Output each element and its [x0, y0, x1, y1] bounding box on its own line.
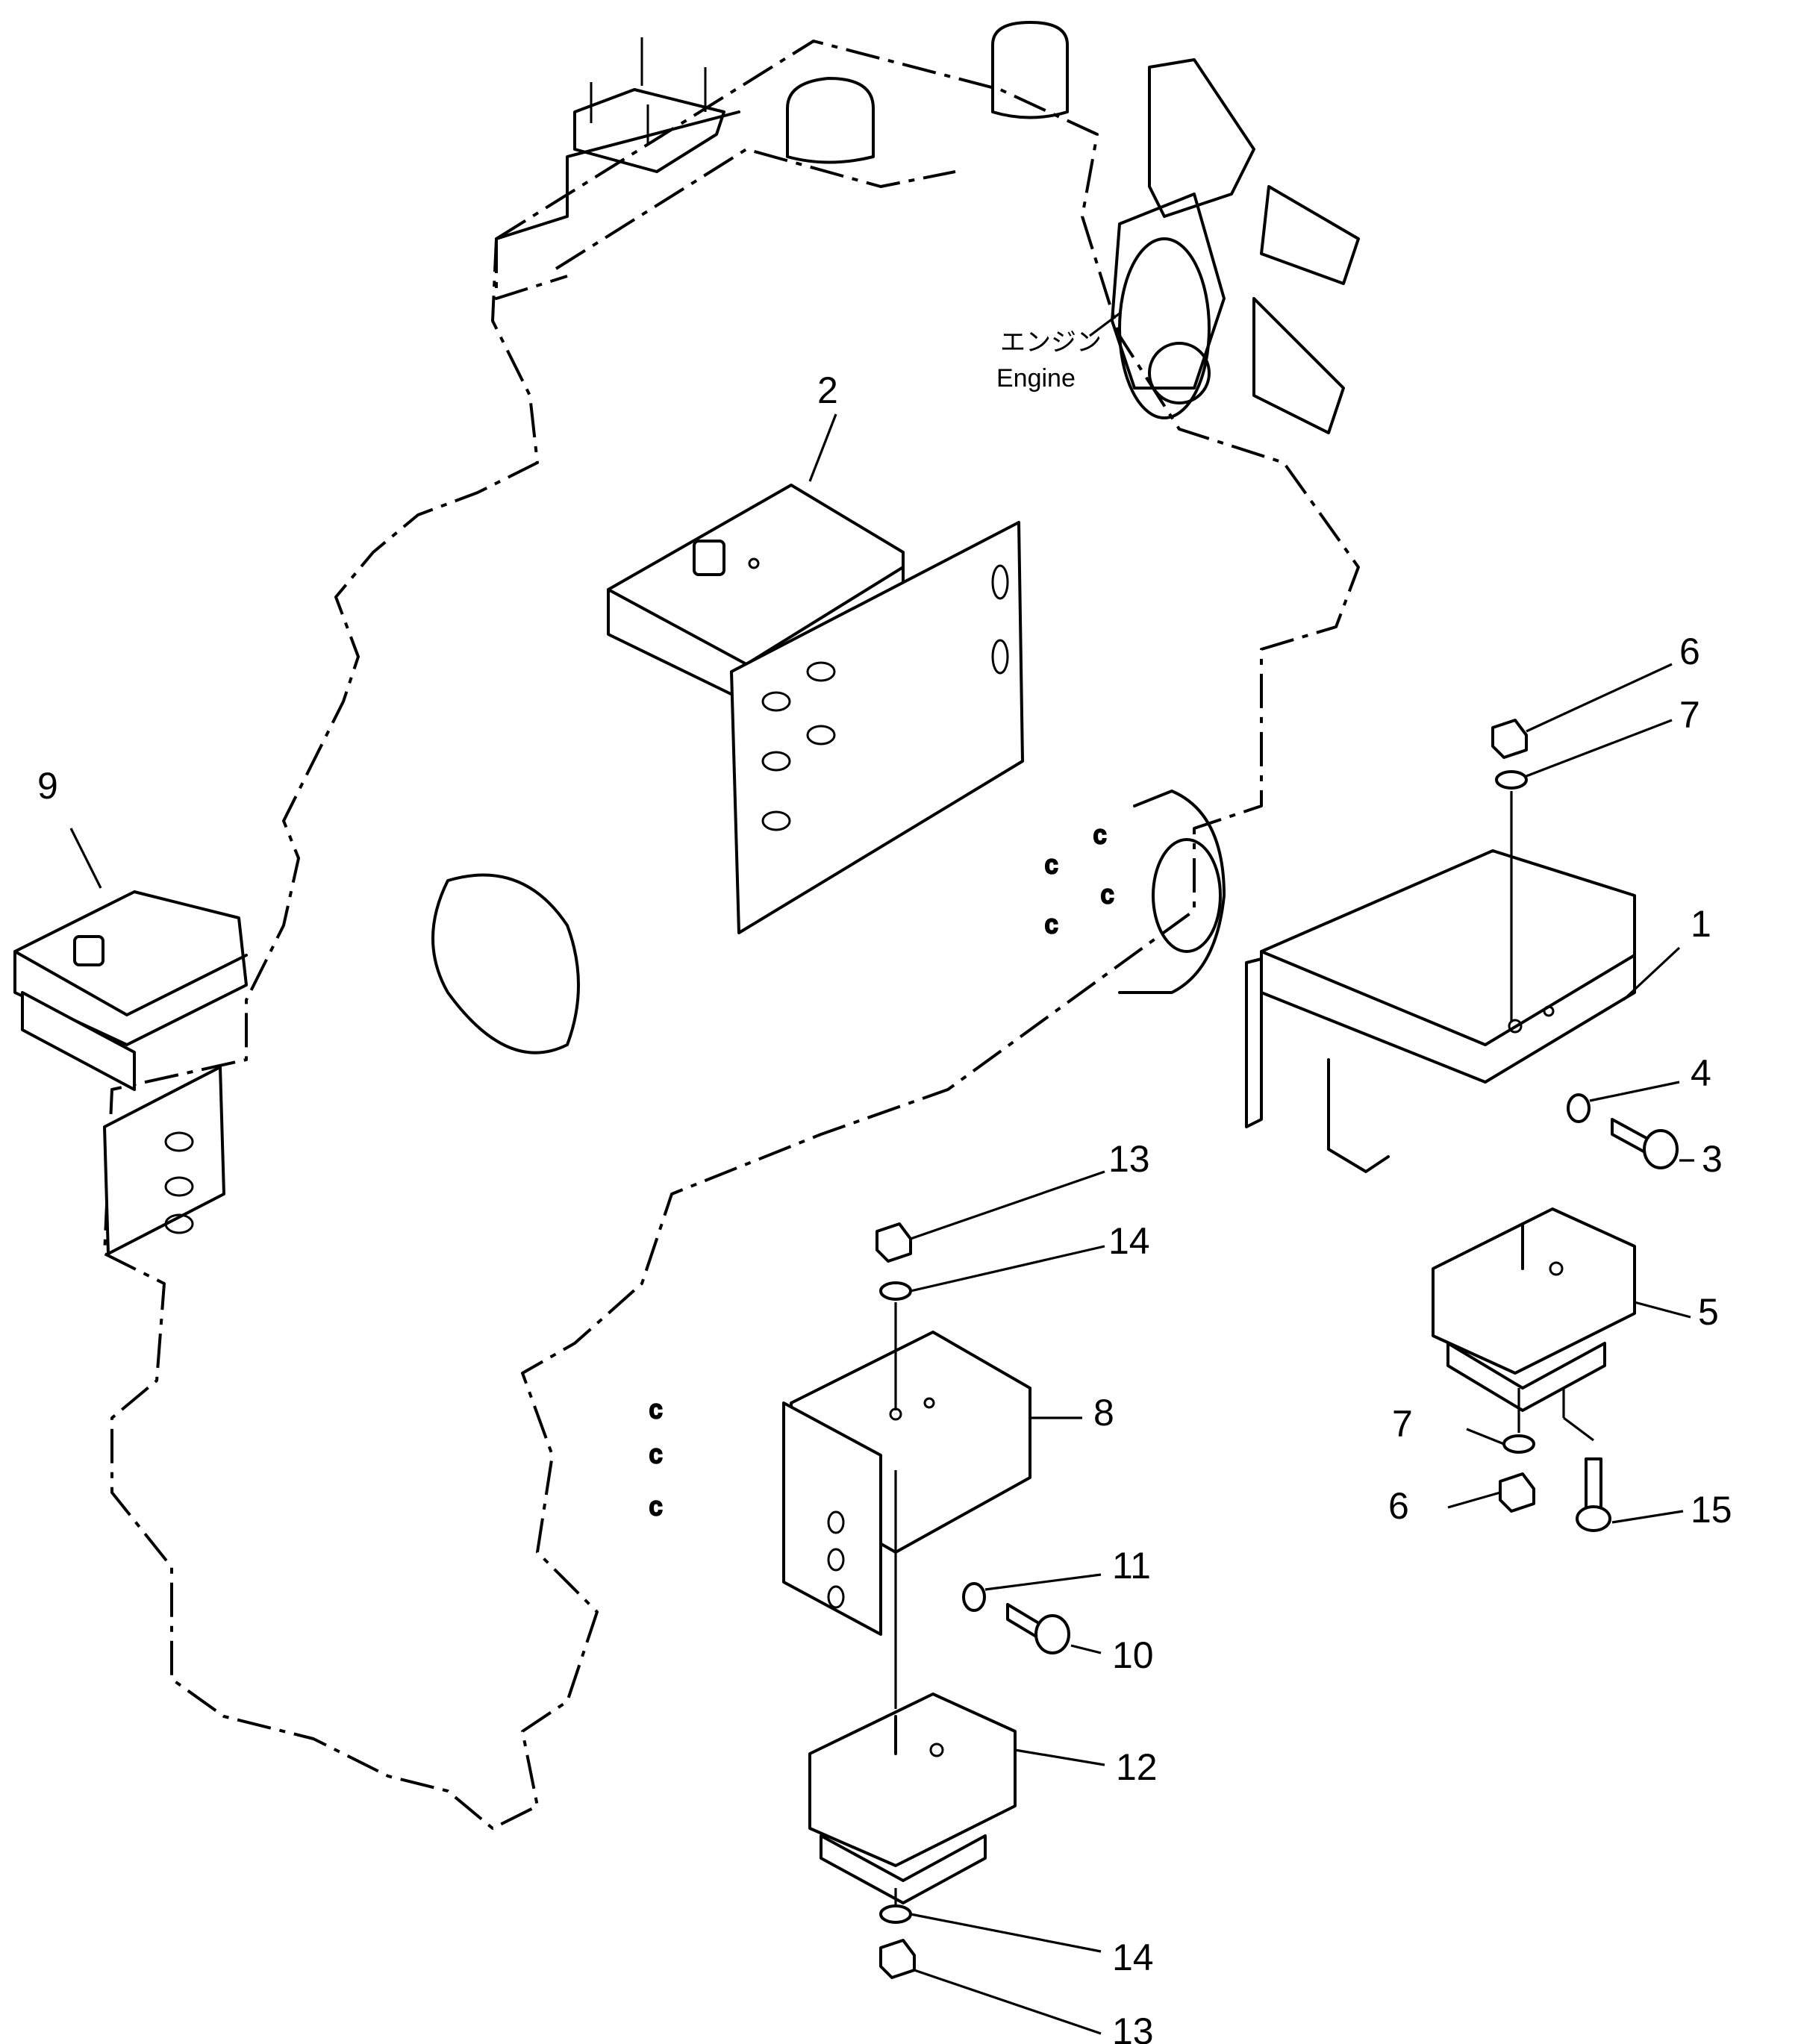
callout-8: 8: [1093, 1392, 1114, 1434]
svg-text:c: c: [1045, 910, 1058, 939]
callout-15: 15: [1691, 1489, 1732, 1531]
callout-2: 2: [817, 369, 838, 411]
part-12-center-cushion: [808, 1693, 1017, 1904]
callout-12: 12: [1116, 1746, 1158, 1788]
svg-text:c: c: [649, 1396, 662, 1424]
callout-1: 1: [1691, 903, 1711, 945]
callout-10: 10: [1112, 1634, 1154, 1676]
callout-11: 11: [1112, 1545, 1151, 1587]
callout-14-top: 14: [1108, 1220, 1150, 1262]
part-5-right-cushion: [1432, 1207, 1636, 1412]
callout-9: 9: [37, 765, 58, 807]
svg-text:c: c: [649, 1493, 662, 1521]
svg-text:c: c: [1101, 881, 1114, 909]
svg-text:c: c: [1045, 851, 1058, 879]
callout-7-bottom: 7: [1392, 1403, 1413, 1445]
callout-7-top: 7: [1679, 694, 1700, 736]
callout-13-top: 13: [1108, 1138, 1150, 1180]
svg-text:c: c: [1093, 821, 1106, 849]
callout-6-bottom: 6: [1388, 1485, 1409, 1527]
hardware: [875, 719, 1679, 1979]
callout-4: 4: [1691, 1052, 1711, 1094]
part-9-rear-cushion: [13, 890, 248, 1255]
engine-label-english: Engine: [996, 364, 1076, 393]
svg-text:c: c: [649, 1440, 662, 1469]
callout-14-bottom: 14: [1112, 1937, 1154, 1978]
engine-outline: c c c c c c c: [103, 21, 1360, 1830]
callout-5: 5: [1698, 1291, 1719, 1333]
leader-lines: [69, 413, 1694, 2035]
part-8-center-bracket: [782, 1331, 1031, 1636]
callout-numbers: 1 2 3 4 5 6 6 7 7 8 9 10 11 12 13 13 14 …: [37, 369, 1732, 2044]
part-1-right-bracket: [1245, 849, 1636, 1173]
callout-13-bottom: 13: [1112, 2010, 1154, 2044]
callout-6-top: 6: [1679, 631, 1700, 672]
engine-label-japanese: エンジン: [1000, 328, 1102, 357]
callout-3: 3: [1702, 1138, 1723, 1180]
part-2-front-bracket: [607, 484, 1024, 934]
